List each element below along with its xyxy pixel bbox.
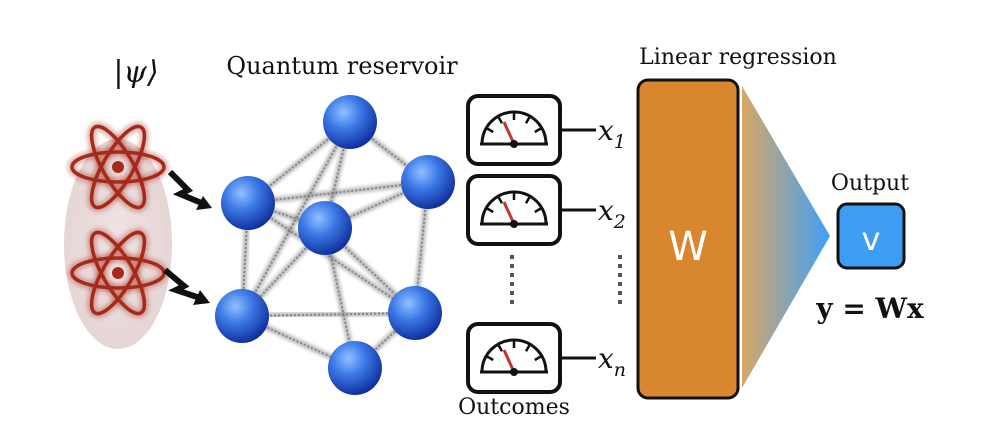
reservoir-node [298,201,352,255]
measurement-subscript: 2 [613,211,626,233]
reservoir-node [323,95,377,149]
reservoir-edge-core [324,181,429,229]
output-box [836,202,906,270]
reservoir-label: Quantum reservoir [226,52,458,80]
measurement-subscript: n [614,359,626,381]
reservoir-node [401,155,455,209]
equation-label: y = Wx [815,292,924,325]
ket-label: |ψ⟩ [113,55,158,90]
atom-icon [67,121,169,213]
measurement-var: x [598,114,614,147]
regression-label: Linear regression [639,45,837,70]
reservoir-edge-core [241,202,249,317]
meter-icon [466,322,596,394]
atom-icon [67,227,169,319]
output-label: Output [831,171,909,196]
measurement-label: x2 [598,194,626,233]
measurement-var: x [598,342,614,375]
reservoir-edge [247,179,429,206]
reservoir-node [328,341,382,395]
outcomes-label: Outcomes [458,395,570,420]
output-symbol: v [862,220,881,258]
reservoir-nodes [215,95,455,395]
measurement-subscript: 1 [614,131,626,153]
measurement-label: xn [598,342,626,381]
reservoir-node [215,289,269,343]
lightning-arrow-bottom [163,267,210,305]
reservoir-edge-core [241,312,416,317]
meter-icon [466,94,596,166]
atom-nucleus [112,267,124,279]
weight-symbol: W [668,224,708,270]
reservoir-node [221,176,275,230]
reservoir-edge-core [241,121,351,317]
measurement-label: x1 [598,114,626,153]
atom-nucleus [112,161,124,173]
measurement-var: x [598,194,614,227]
meter-icon [466,174,596,246]
atoms-group [67,121,169,319]
reservoir-edge-core [247,202,416,314]
weight-matrix-box [636,78,740,400]
reservoir-node [388,286,442,340]
lightning-arrow-top [167,169,212,210]
regression-funnel [742,86,830,388]
